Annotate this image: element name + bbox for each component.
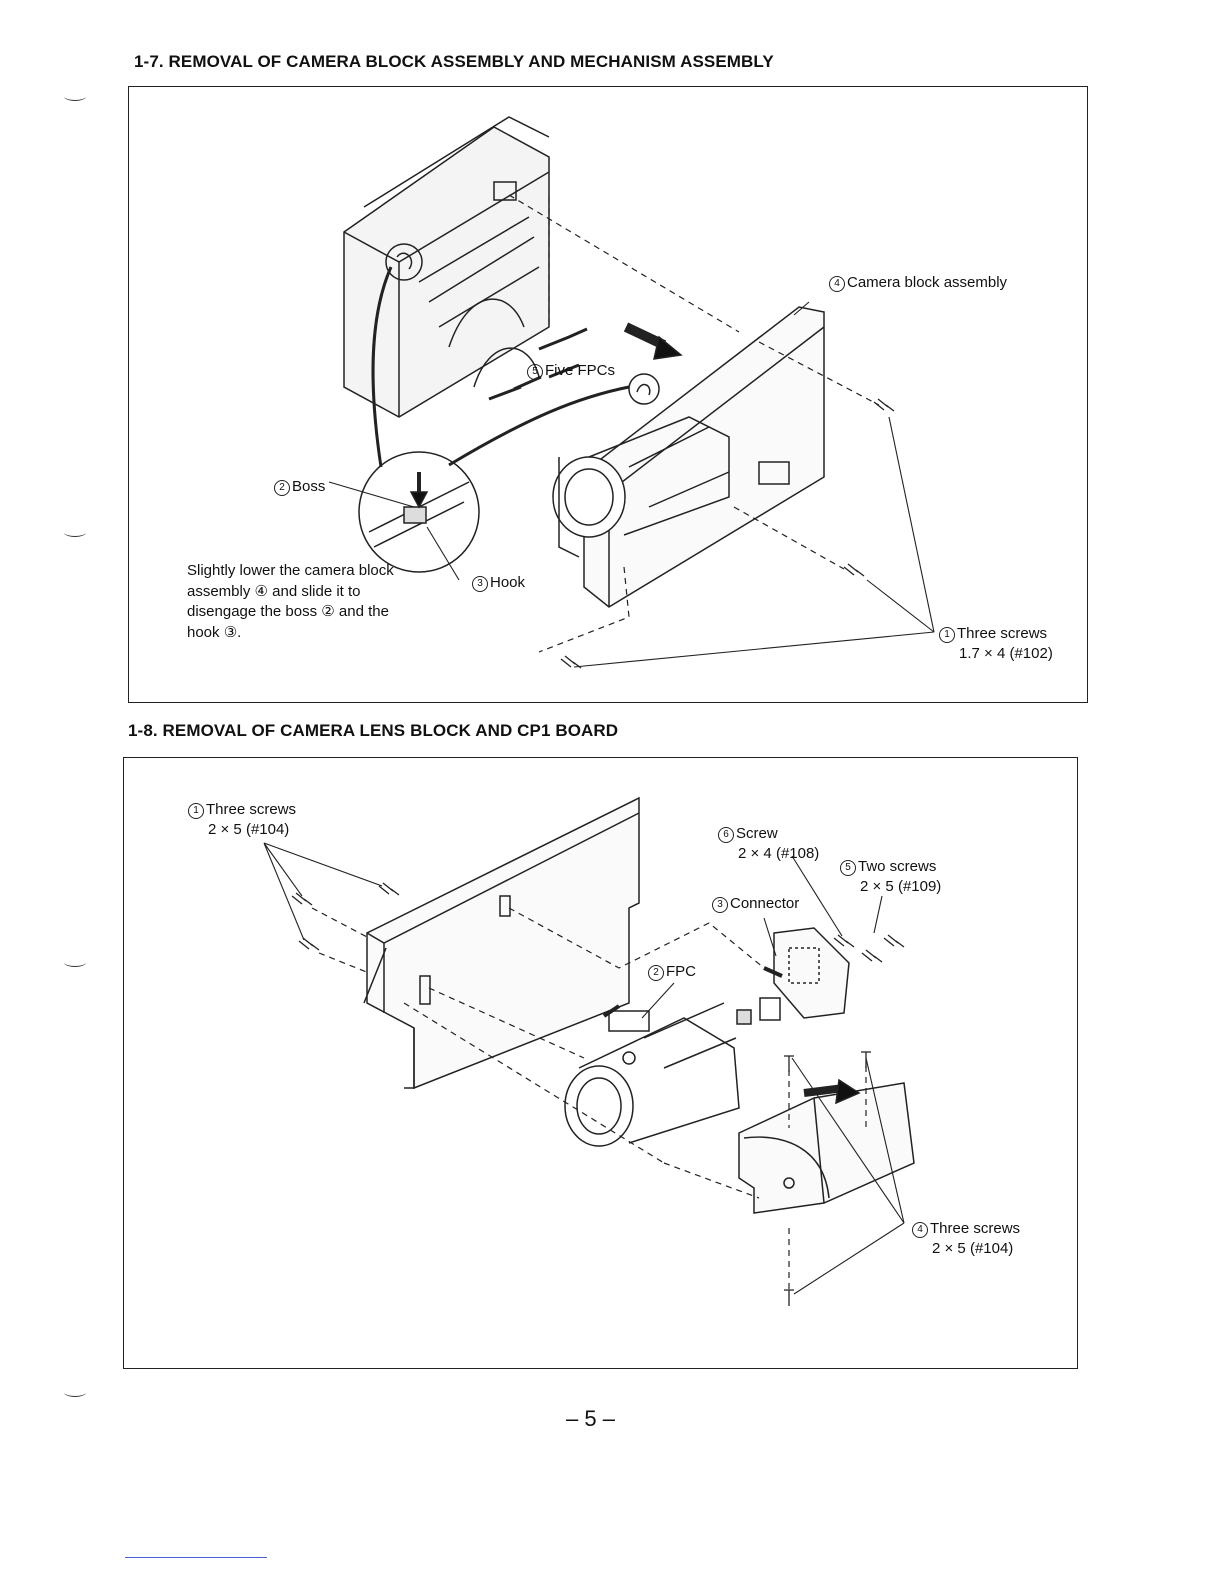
label-text: Connector bbox=[730, 895, 800, 912]
callout-number: 6 bbox=[718, 827, 734, 843]
page-number: – 5 – bbox=[566, 1406, 615, 1431]
callout-number: 3 bbox=[472, 576, 488, 592]
screw-spec: 2 × 5 (#104) bbox=[208, 821, 290, 838]
instruction-note: Slightly lower the camera block assembly… bbox=[187, 562, 394, 641]
label-text: FPC bbox=[666, 963, 696, 980]
label-text: Three screws bbox=[930, 1220, 1021, 1237]
label-text: Boss bbox=[292, 478, 326, 495]
callout-number: 4 bbox=[829, 276, 845, 292]
label-text: Screw bbox=[736, 825, 778, 842]
callout-number: 5 bbox=[840, 860, 856, 876]
footer-rule bbox=[125, 1557, 267, 1558]
label-text: Camera block assembly bbox=[847, 274, 1008, 291]
label-text: Five FPCs bbox=[545, 362, 616, 379]
exploded-diagram-camera-block bbox=[328, 116, 935, 669]
callout-number: 2 bbox=[648, 965, 664, 981]
exploded-diagram-lens-block bbox=[263, 796, 915, 1306]
callout-number: 2 bbox=[274, 480, 290, 496]
label-text: Two screws bbox=[858, 858, 937, 875]
screw-spec: 2 × 5 (#109) bbox=[860, 878, 942, 895]
screw-spec: 1.7 × 4 (#102) bbox=[959, 645, 1053, 662]
callout-number: 1 bbox=[188, 803, 204, 819]
callout-number: 4 bbox=[912, 1222, 928, 1238]
margin-mark bbox=[64, 958, 86, 967]
screw-spec: 2 × 4 (#108) bbox=[738, 845, 820, 862]
callout-number: 1 bbox=[939, 627, 955, 643]
label-text: Three screws bbox=[957, 625, 1048, 642]
label-text: Hook bbox=[490, 574, 526, 591]
margin-mark bbox=[64, 92, 86, 101]
margin-mark bbox=[64, 528, 86, 537]
screw-spec: 2 × 5 (#104) bbox=[932, 1240, 1014, 1257]
callout-number: 3 bbox=[712, 897, 728, 913]
section-heading-1-8: 1-8. REMOVAL OF CAMERA LENS BLOCK AND CP… bbox=[128, 721, 619, 740]
label-text: Three screws bbox=[206, 801, 297, 818]
callout-number: 5 bbox=[527, 364, 543, 380]
margin-mark bbox=[64, 1388, 86, 1397]
section-heading-1-7: 1-7. REMOVAL OF CAMERA BLOCK ASSEMBLY AN… bbox=[134, 52, 774, 71]
